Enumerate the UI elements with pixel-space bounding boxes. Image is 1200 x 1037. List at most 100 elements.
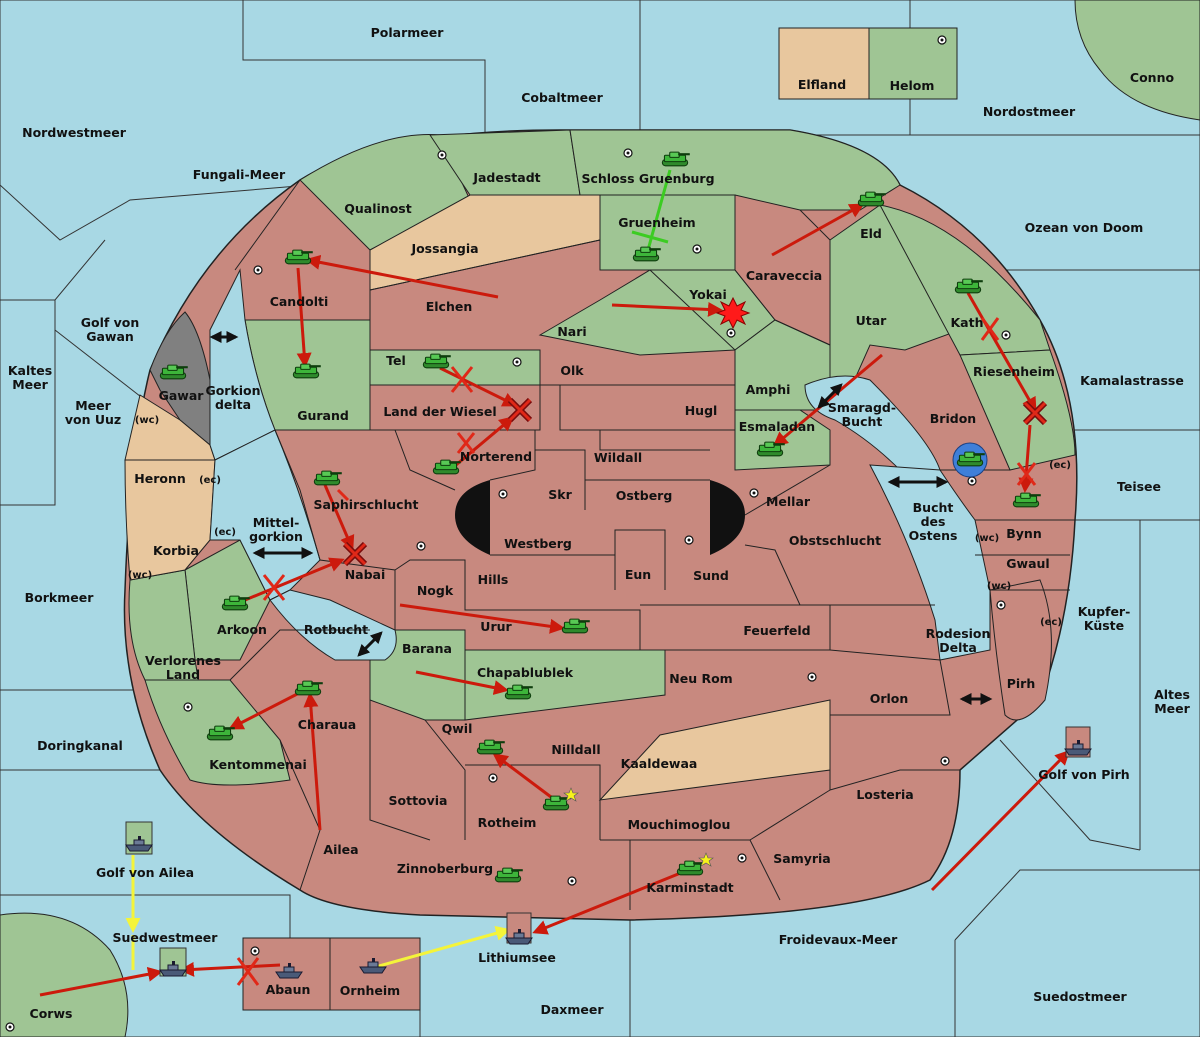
- fail-x-icon: [507, 397, 533, 423]
- land-label: Yokai: [688, 287, 727, 302]
- land-label: Arkoon: [217, 622, 267, 637]
- sea-label: Kupfer-Küste: [1078, 604, 1131, 633]
- land-label: Eld: [860, 226, 882, 241]
- cut-support-icon: [236, 957, 260, 986]
- sea-label: Lithiumsee: [478, 950, 556, 965]
- sea-label: Borkmeer: [25, 590, 95, 605]
- land-riesenheim[interactable]: [959, 349, 1076, 471]
- supply-center-icon: [183, 702, 193, 712]
- land-label: Tel: [386, 353, 406, 368]
- supply-center-icon: [567, 876, 577, 886]
- land-label: Kentommenai: [209, 757, 307, 772]
- label-line: Küste: [1084, 618, 1124, 633]
- supply-center-icon: [737, 853, 747, 863]
- land-label: Chapablublek: [477, 665, 574, 680]
- land-label: Abaun: [266, 982, 311, 997]
- coast-label: (ec): [1049, 460, 1071, 471]
- order-arrows: [39, 169, 1071, 997]
- land-label: Eun: [625, 567, 651, 582]
- land-label: Candolti: [270, 294, 329, 309]
- label-line: gorkion: [249, 529, 303, 544]
- sea-border: [954, 869, 1200, 941]
- move-arrow: [532, 868, 689, 935]
- land-label: Rotheim: [478, 815, 537, 830]
- supply-center-icon: [996, 600, 1006, 610]
- land-conno[interactable]: [1074, 0, 1200, 121]
- coast-label: (wc): [975, 533, 999, 544]
- cut-support-icon: [980, 317, 1000, 341]
- label-line: Meer: [12, 377, 48, 392]
- land-label: Ailea: [323, 842, 358, 857]
- label-line: Mittel-: [253, 515, 300, 530]
- star-icon: [563, 787, 579, 802]
- land-label: Nilldall: [551, 742, 600, 757]
- land-label: Saphirschlucht: [314, 497, 419, 512]
- move-arrow: [415, 670, 509, 696]
- supply-center-icon: [967, 476, 977, 486]
- sea-bucht-des-ostens[interactable]: [869, 464, 991, 661]
- sea-label: Mittel-gorkion: [249, 515, 303, 544]
- land-barana[interactable]: [369, 629, 466, 721]
- land-label: Nabai: [345, 567, 386, 582]
- sea-label: Smaragd-Bucht: [828, 400, 896, 429]
- adjacency-arrow: [357, 631, 383, 657]
- label-line: Kupfer-: [1078, 604, 1131, 619]
- supply-center-icon: [807, 672, 817, 682]
- land-corws[interactable]: [0, 912, 129, 1037]
- label-line: Gorkion: [205, 383, 260, 398]
- land-label: Gruenheim: [618, 215, 695, 230]
- land-korbia-heronn[interactable]: [124, 459, 216, 581]
- sea-label: Daxmeer: [540, 1002, 604, 1017]
- label-line: Smaragd-: [828, 400, 896, 415]
- cut-support-icon: [456, 432, 476, 454]
- land-gruenheim[interactable]: [599, 194, 736, 271]
- land-label: Jadestadt: [472, 170, 540, 185]
- label-line: Delta: [939, 640, 977, 655]
- land-label: Elfland: [798, 77, 846, 92]
- support-line: [631, 230, 669, 244]
- label-line: Bucht: [842, 414, 883, 429]
- land-label: Heronn: [134, 471, 186, 486]
- land-label: Orlon: [870, 691, 909, 706]
- land-chapablublek[interactable]: [464, 649, 666, 721]
- move-arrow: [1018, 424, 1034, 493]
- land-label: Zinnoberburg: [397, 861, 493, 876]
- land-label: Amphi: [746, 382, 791, 397]
- land-schloss[interactable]: [569, 129, 901, 211]
- land-label: Obstschlucht: [789, 533, 881, 548]
- fail-x-icon: [1022, 400, 1048, 426]
- land-ornheim[interactable]: [329, 937, 421, 1011]
- move-arrow: [611, 301, 723, 317]
- land-jossangia[interactable]: [369, 194, 601, 291]
- land-label: Corws: [30, 1006, 73, 1021]
- land-label: Kaaldewaa: [621, 756, 698, 771]
- supply-center-icon: [684, 535, 694, 545]
- coast-label: (wc): [987, 581, 1011, 592]
- land-label: Korbia: [153, 543, 199, 558]
- move-arrow: [228, 688, 306, 730]
- land-pirh[interactable]: [989, 579, 1052, 721]
- land-label: Qualinost: [344, 201, 411, 216]
- sea-label: Suedwestmeer: [113, 930, 219, 945]
- move-arrow: [39, 966, 163, 997]
- land-label: Nari: [557, 324, 586, 339]
- supply-center-icon: [1001, 330, 1011, 340]
- fail-x-icon: [342, 541, 368, 567]
- mountain-west: [455, 480, 490, 555]
- move-arrow: [492, 753, 556, 802]
- supply-center-icon: [940, 756, 950, 766]
- land-label: Jossangia: [410, 241, 478, 256]
- supply-center-icon: [253, 265, 263, 275]
- move-arrow: [399, 603, 565, 634]
- label-line: von Uuz: [65, 412, 121, 427]
- failed-markers: [236, 317, 1048, 986]
- sea-border: [54, 329, 146, 401]
- sea-label: Rotbucht: [304, 622, 368, 637]
- land-label: Neu Rom: [669, 671, 732, 686]
